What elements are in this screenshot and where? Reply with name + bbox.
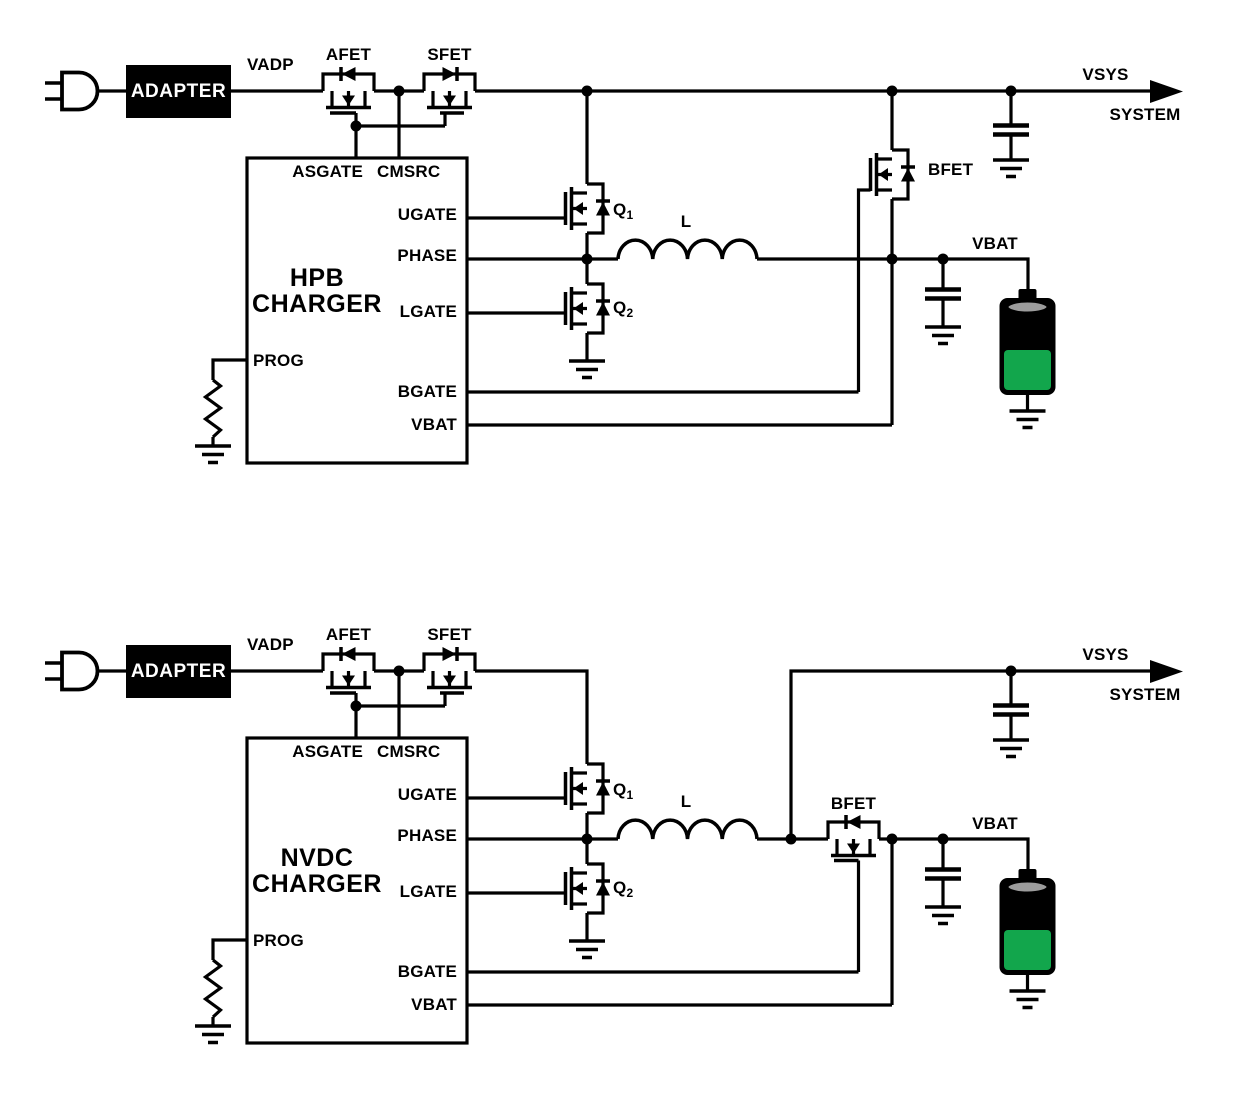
pin-phase: PHASE (397, 246, 457, 265)
afet-body-diode (339, 645, 358, 663)
pin-ugate: UGATE (397, 785, 457, 804)
sfet-body-diode (440, 645, 459, 663)
adapter-label: ADAPTER (130, 660, 227, 682)
q1-mosfet-symbol (566, 184, 611, 233)
battery-icon (998, 867, 1057, 977)
charger-name-line1: HPB (289, 264, 345, 292)
vbat-capacitor (925, 290, 961, 299)
prog-resistor (203, 958, 223, 1019)
system-label: SYSTEM (1109, 685, 1181, 704)
vsys-capacitor (993, 706, 1029, 715)
sfet-body-diode (440, 65, 459, 83)
inductor-symbol (616, 238, 759, 261)
vbat-net-label: VBAT (972, 234, 1018, 253)
pin-prog: PROG (253, 351, 304, 370)
pin-vbat: VBAT (411, 995, 457, 1014)
pin-asgate: ASGATE (292, 742, 363, 761)
sfet-symbol (422, 72, 477, 110)
adapter-label: ADAPTER (130, 80, 227, 102)
afet-label: AFET (325, 45, 372, 64)
pin-bgate: BGATE (397, 962, 457, 981)
q1-mosfet-symbol (566, 764, 611, 813)
afet-symbol (321, 72, 376, 110)
adapter-box (126, 65, 231, 118)
afet-body-diode (339, 65, 358, 83)
q2-label: Q2 (613, 878, 634, 900)
inductor-label: L (680, 792, 692, 811)
inductor-symbol (616, 818, 759, 841)
vsys-arrow-icon (1150, 80, 1183, 103)
pin-ugate: UGATE (397, 205, 457, 224)
nvdc-charger-diagram: ADAPTER VADP AFET SFET ASGATE CMSRC UGAT… (0, 580, 1256, 1120)
nvdc-circuit-svg (43, 645, 1183, 1045)
vsys-arrow-icon (1150, 660, 1183, 683)
adapter-box (126, 645, 231, 698)
afet-label: AFET (325, 625, 372, 644)
q2-label: Q2 (613, 298, 634, 320)
charger-name-line2: CHARGER (252, 290, 382, 318)
bfet-symbol (826, 820, 881, 858)
sfet-label: SFET (427, 625, 472, 644)
sfet-label: SFET (427, 45, 472, 64)
junction-dots (350, 85, 1017, 265)
battery-icon (998, 287, 1057, 397)
q2-mosfet-symbol (566, 864, 611, 913)
pin-lgate: LGATE (399, 302, 457, 321)
vadp-net-label: VADP (247, 635, 294, 654)
pin-cmsrc: CMSRC (377, 162, 441, 181)
bfet-label: BFET (928, 160, 974, 179)
pin-phase: PHASE (397, 826, 457, 845)
fet-gate-plates (330, 691, 859, 863)
vbat-net-label: VBAT (972, 814, 1018, 833)
afet-symbol (321, 652, 376, 690)
charger-topologies-figure: { "colors": { "line": "#000000", "backgr… (0, 0, 1256, 1045)
pin-cmsrc: CMSRC (377, 742, 441, 761)
pin-asgate: ASGATE (292, 162, 363, 181)
pin-lgate: LGATE (399, 882, 457, 901)
ac-plug-icon (43, 650, 100, 692)
prog-resistor (203, 378, 223, 439)
system-label: SYSTEM (1109, 105, 1181, 124)
charger-name-line2: CHARGER (252, 870, 382, 898)
vadp-net-label: VADP (247, 55, 294, 74)
pin-prog: PROG (253, 931, 304, 950)
vsys-capacitor (993, 126, 1029, 135)
pin-bgate: BGATE (397, 382, 457, 401)
charger-name-line1: NVDC (280, 844, 354, 872)
vsys-net-label: VSYS (1082, 645, 1129, 664)
bfet-body-diode (844, 813, 863, 831)
pin-vbat: VBAT (411, 415, 457, 434)
q2-mosfet-symbol (566, 284, 611, 333)
charger-ic-box (245, 736, 469, 1045)
vbat-capacitor (925, 870, 961, 879)
bfet-label: BFET (830, 794, 877, 813)
q1-label: Q1 (613, 200, 634, 222)
inductor-label: L (680, 212, 692, 231)
charger-ic-box (245, 156, 469, 465)
hpb-circuit-svg (43, 65, 1183, 465)
bfet-symbol (871, 150, 916, 199)
junction-dots (350, 665, 1017, 845)
q1-label: Q1 (613, 780, 634, 802)
ac-plug-icon (43, 70, 100, 112)
hpb-charger-diagram: ADAPTER VADP AFET SFET ASGATE CMSRC UGAT… (0, 0, 1256, 540)
vsys-net-label: VSYS (1082, 65, 1129, 84)
sfet-symbol (422, 652, 477, 690)
